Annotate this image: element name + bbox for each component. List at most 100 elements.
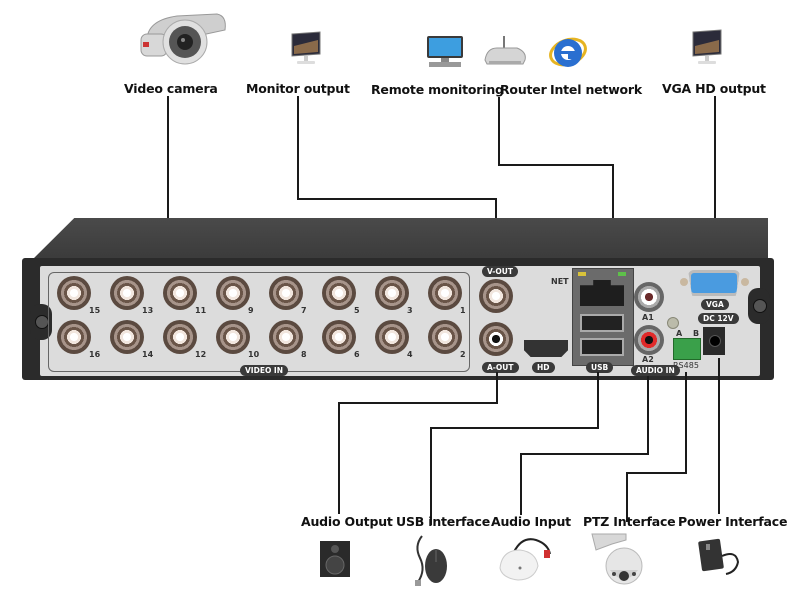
- video-in-port[interactable]: [163, 276, 197, 310]
- screw-right: [753, 299, 767, 313]
- internet-explorer-icon: [548, 32, 588, 72]
- rs485-label: RS485: [673, 361, 699, 370]
- label-intel-network: Intel network: [550, 82, 643, 97]
- led-yellow: [578, 272, 586, 276]
- ground-screw: [667, 317, 679, 329]
- a1-label: A1: [642, 313, 654, 322]
- audio-in-a2-port[interactable]: [634, 325, 664, 355]
- video-in-port[interactable]: [269, 276, 303, 310]
- video-in-channel-number: 5: [354, 306, 360, 315]
- video-in-channel-number: 11: [195, 306, 207, 315]
- dc-power-port-hole: [709, 335, 721, 347]
- v-out-label: V-OUT: [482, 266, 518, 277]
- video-in-channel-number: 8: [301, 350, 307, 359]
- usb-port-2[interactable]: [580, 338, 624, 356]
- video-in-port[interactable]: [163, 320, 197, 354]
- label-vga-hd-output: VGA HD output: [662, 81, 766, 96]
- video-in-channel-number: 6: [354, 350, 360, 359]
- leader-line-usb-v2: [430, 427, 432, 525]
- leader-line-ptz-v2: [626, 472, 628, 522]
- video-in-channel-number: 15: [89, 306, 101, 315]
- vga-screw-right: [741, 278, 749, 286]
- v-out-port[interactable]: [479, 279, 513, 313]
- video-in-port[interactable]: [322, 320, 356, 354]
- leader-line-audio-out-v2: [338, 402, 340, 514]
- audio-in-label: AUDIO IN: [631, 365, 680, 376]
- leader-line-audio-in-h: [520, 453, 649, 455]
- video-in-channel-number: 3: [407, 306, 413, 315]
- leader-line-ptz-h: [626, 472, 687, 474]
- leader-line-usb-h: [430, 427, 599, 429]
- video-in-channel-number: 16: [89, 350, 101, 359]
- video-in-channel-number: 1: [460, 306, 466, 315]
- video-in-port[interactable]: [216, 276, 250, 310]
- video-in-port[interactable]: [57, 276, 91, 310]
- video-in-port[interactable]: [57, 320, 91, 354]
- a2-label: A2: [642, 355, 654, 364]
- leader-line-power: [718, 358, 720, 514]
- audio-in-a1-port[interactable]: [634, 282, 664, 312]
- label-remote-monitoring: Remote monitoring: [371, 82, 504, 97]
- video-in-port[interactable]: [428, 320, 462, 354]
- leader-line-audio-out-v1: [496, 372, 498, 404]
- usb-mouse-icon: [406, 532, 454, 588]
- video-in-port[interactable]: [110, 320, 144, 354]
- computer-icon: [425, 34, 465, 70]
- leader-line-monitor-output: [297, 96, 299, 199]
- rs485-b-label: B: [693, 329, 700, 338]
- leader-line-usb-v1: [597, 372, 599, 428]
- dvr-top-cover: [30, 218, 768, 262]
- video-in-port[interactable]: [322, 276, 356, 310]
- video-in-channel-number: 10: [248, 350, 260, 359]
- rs485-terminal[interactable]: [673, 338, 701, 360]
- video-in-channel-number: 13: [142, 306, 154, 315]
- video-in-channel-number: 12: [195, 350, 207, 359]
- label-usb-interface: USB interface: [396, 514, 490, 529]
- net-label: NET: [551, 277, 569, 286]
- usb-label: USB: [586, 362, 614, 373]
- leader-line-ptz-v1: [685, 372, 687, 474]
- video-in-label: VIDEO IN: [240, 365, 288, 376]
- label-audio-output: Audio Output: [301, 514, 393, 529]
- label-router: Router: [500, 82, 547, 97]
- video-in-channel-number: 14: [142, 350, 154, 359]
- ptz-camera-icon: [590, 530, 646, 590]
- label-ptz-interface: PTZ Interface: [583, 514, 676, 529]
- label-audio-input: Audio Input: [491, 514, 571, 529]
- hdmi-port[interactable]: [524, 340, 568, 357]
- vga-label: VGA: [701, 299, 729, 310]
- led-green: [618, 272, 626, 276]
- a-out-port[interactable]: [479, 322, 513, 356]
- cctv-camera-icon: [137, 8, 229, 70]
- rs485-a-label: A: [676, 329, 683, 338]
- leader-line-audio-in-v2: [520, 453, 522, 515]
- video-in-port[interactable]: [110, 276, 144, 310]
- leader-line-audio-in-v1: [647, 376, 649, 454]
- a-out-label: A-OUT: [482, 362, 519, 373]
- label-video-camera: Video camera: [124, 81, 218, 96]
- leader-line-vga: [714, 96, 716, 268]
- video-in-channel-number: 2: [460, 350, 466, 359]
- speaker-icon: [318, 539, 352, 579]
- leader-line-video-camera: [167, 96, 169, 278]
- video-in-port[interactable]: [375, 276, 409, 310]
- label-monitor-output: Monitor output: [246, 81, 350, 96]
- video-in-port[interactable]: [428, 276, 462, 310]
- power-adapter-icon: [696, 536, 744, 580]
- leader-line-audio-out-h: [338, 402, 498, 404]
- video-in-port[interactable]: [216, 320, 250, 354]
- usb-port-1[interactable]: [580, 314, 624, 332]
- dc-12v-label: DC 12V: [698, 313, 739, 324]
- label-power-interface: Power Interface: [678, 514, 788, 529]
- hd-label: HD: [532, 362, 555, 373]
- screw-left: [35, 315, 49, 329]
- vga-port[interactable]: [688, 270, 740, 296]
- video-in-channel-number: 4: [407, 350, 413, 359]
- router-icon: [481, 34, 529, 70]
- leader-line-router-h: [498, 164, 613, 166]
- video-in-channel-number: 9: [248, 306, 254, 315]
- vga-screw-left: [680, 278, 688, 286]
- video-in-port[interactable]: [269, 320, 303, 354]
- video-in-port[interactable]: [375, 320, 409, 354]
- leader-line-monitor-output-h: [297, 198, 496, 200]
